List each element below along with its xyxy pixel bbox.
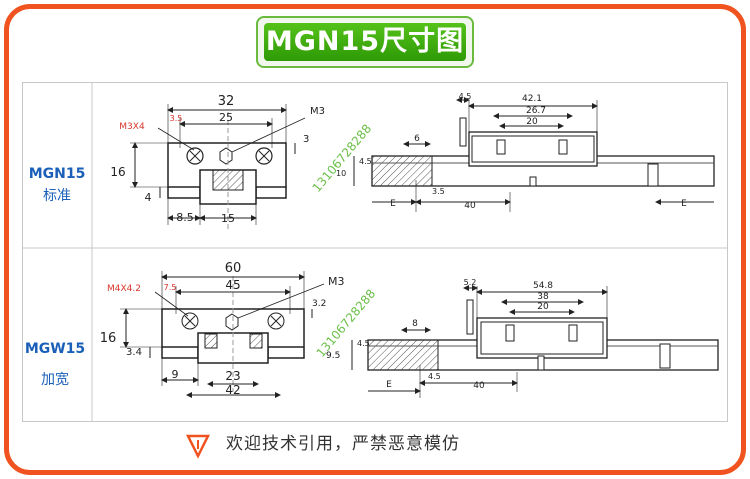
row1-h-total: 16 — [110, 165, 125, 179]
row2-w-inner: 45 — [225, 278, 240, 292]
row1-w-small: 3.5 — [170, 114, 183, 123]
row1-front-view: 32 25 3.5 M3X4 M3 3 16 4 8.5 15 — [110, 94, 325, 230]
row2-model: MGW15 — [25, 341, 85, 357]
row1-side-hole: 20 — [526, 117, 538, 127]
row2-w-small: 7.5 — [164, 283, 177, 292]
row2-side-inner: 38 — [537, 292, 549, 302]
page-title: MGN15尺寸图 — [264, 23, 466, 61]
row1-side-e-left: E — [390, 199, 396, 209]
row2-side-h2: 9.5 — [326, 351, 340, 361]
row2-m-left: M4X4.2 — [107, 284, 141, 294]
row1-side-e-right: E — [681, 199, 687, 209]
footer-notice: 欢迎技术引用，严禁恶意模仿 — [186, 432, 586, 456]
row2-side-e-left: E — [386, 380, 392, 390]
warning-triangle-icon — [185, 434, 211, 459]
row1-model: MGN15 — [29, 166, 86, 182]
row2-side-40: 40 — [473, 381, 485, 391]
row2-w-top: 60 — [225, 261, 242, 276]
row2-side-view: 5.2 54.8 38 20 8 4.5 9.5 4.5 E 40 131067… — [314, 278, 719, 398]
row1-m-left: M3X4 — [119, 122, 145, 132]
row2-side-small: 4.5 — [428, 372, 441, 381]
row1-w-top: 32 — [218, 94, 235, 109]
row2-h-total: 16 — [100, 331, 117, 346]
title-banner: MGN15尺寸图 — [256, 16, 474, 68]
spec-table — [22, 82, 728, 422]
row1-b-left: 8.5 — [176, 211, 194, 224]
row1-b-width: 15 — [221, 212, 235, 225]
row1-side-h2: 10 — [336, 169, 346, 178]
row1-side-h1: 4.5 — [359, 157, 372, 166]
row2-h-right: 3.2 — [312, 299, 326, 309]
row2-side-h1: 4.5 — [357, 339, 370, 348]
row2-h-base: 3.4 — [126, 347, 142, 358]
footer-text: 欢迎技术引用，严禁恶意模仿 — [226, 434, 460, 454]
row1-side-inner: 26.7 — [526, 106, 546, 116]
row1-side-view: 4.5 42.1 26.7 20 6 4.5 10 3.5 E 40 E 131… — [310, 92, 715, 212]
row2-side-d1: 5.2 — [464, 278, 477, 287]
row1-m-right: M3 — [310, 106, 325, 117]
row2-type: 加宽 — [41, 371, 69, 388]
row1-h-base: 4 — [145, 191, 152, 204]
row2-front-view: 60 45 7.5 M4X4.2 M3 3.2 16 3.4 9 23 42 — [100, 261, 345, 398]
row1-h-right: 3 — [303, 134, 309, 145]
row1-side-d1: 4.5 — [459, 92, 472, 101]
row2-b-width: 42 — [225, 383, 240, 397]
row2-side-len: 54.8 — [533, 281, 553, 291]
row2-side-hole: 20 — [537, 302, 549, 312]
row1-side-40: 40 — [464, 201, 476, 211]
row2-m-right: M3 — [328, 275, 345, 288]
row1-side-len: 42.1 — [522, 94, 542, 104]
row1-w-inner: 25 — [219, 111, 233, 124]
row2-side-pitch: 8 — [412, 319, 418, 329]
row1-side-pitch: 6 — [414, 134, 420, 144]
row1-type: 标准 — [43, 188, 71, 204]
row2-b-left: 9 — [172, 368, 179, 381]
row1-side-small: 3.5 — [432, 187, 445, 196]
row2-b-center: 23 — [225, 369, 240, 383]
